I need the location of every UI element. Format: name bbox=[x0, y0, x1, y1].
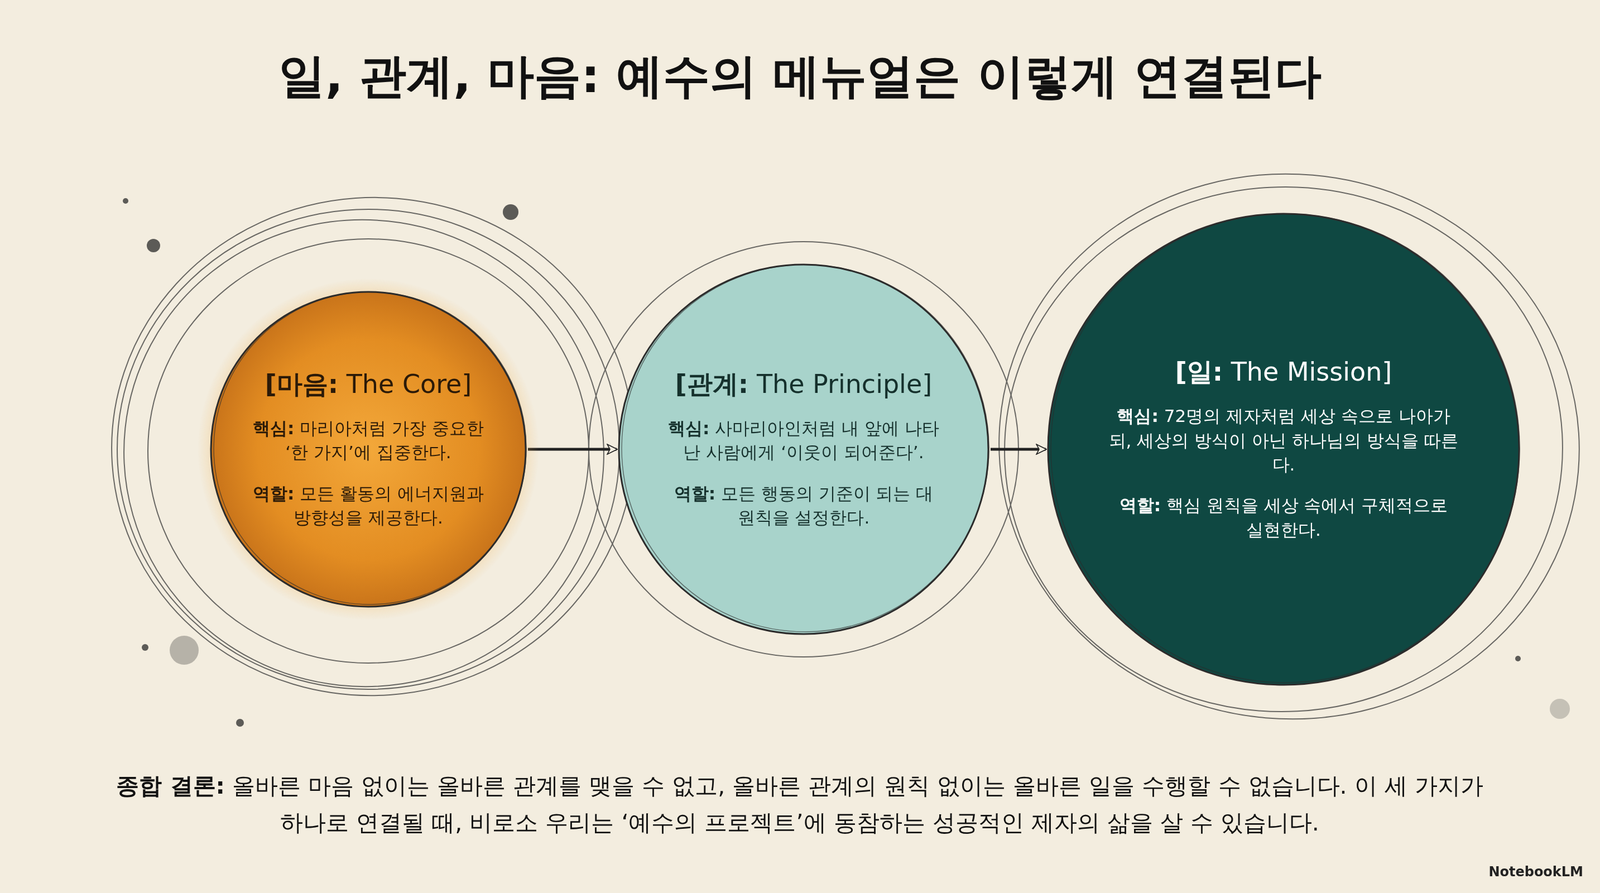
concept-circle: [마음: The Core] 핵심: 마리아처럼 가장 중요한 ‘한 가지’에 집… bbox=[209, 290, 527, 608]
caption: 종합 결론: 올바른 마음 없이는 올바른 관계를 맺을 수 없고, 올바른 관… bbox=[102, 767, 1498, 842]
sketch-rings bbox=[94, 150, 1600, 744]
flow-arrow bbox=[527, 448, 617, 451]
circle-body: 역할: 핵심 원칙을 세상 속에서 구체적으로 실현한다. bbox=[1108, 493, 1459, 542]
circle-body: 핵심: 72명의 제자처럼 세상 속으로 나아가되, 세상의 방식이 아닌 하나… bbox=[1108, 404, 1459, 477]
ink-splatter bbox=[122, 198, 1570, 727]
circle-body: 역할: 모든 행동의 기준이 되는 대원칙을 설정한다. bbox=[666, 481, 942, 531]
circle-heading: [관계: The Principle] bbox=[666, 368, 942, 400]
watermark: NotebookLM bbox=[1488, 863, 1584, 880]
circle-heading: [일: The Mission] bbox=[1108, 356, 1459, 388]
title: 일, 관계, 마음: 예수의 메뉴얼은 이렇게 연결된다 bbox=[0, 44, 1600, 109]
circle-body: 핵심: 사마리아인처럼 내 앞에 나타난 사람에게 ‘이웃이 되어준다’. bbox=[666, 416, 942, 465]
circle-heading: [마음: The Core] bbox=[251, 368, 486, 400]
circle-body: 역할: 모든 활동의 에너지원과 방향성을 제공한다. bbox=[251, 481, 486, 531]
concept-circle: [관계: The Principle] 핵심: 사마리아인처럼 내 앞에 나타난 … bbox=[617, 263, 990, 636]
circle-body: 핵심: 마리아처럼 가장 중요한 ‘한 가지’에 집중한다. bbox=[251, 416, 486, 465]
concept-circle: [일: The Mission] 핵심: 72명의 제자처럼 세상 속으로 나아가… bbox=[1046, 212, 1521, 686]
flow-arrow bbox=[990, 448, 1046, 451]
